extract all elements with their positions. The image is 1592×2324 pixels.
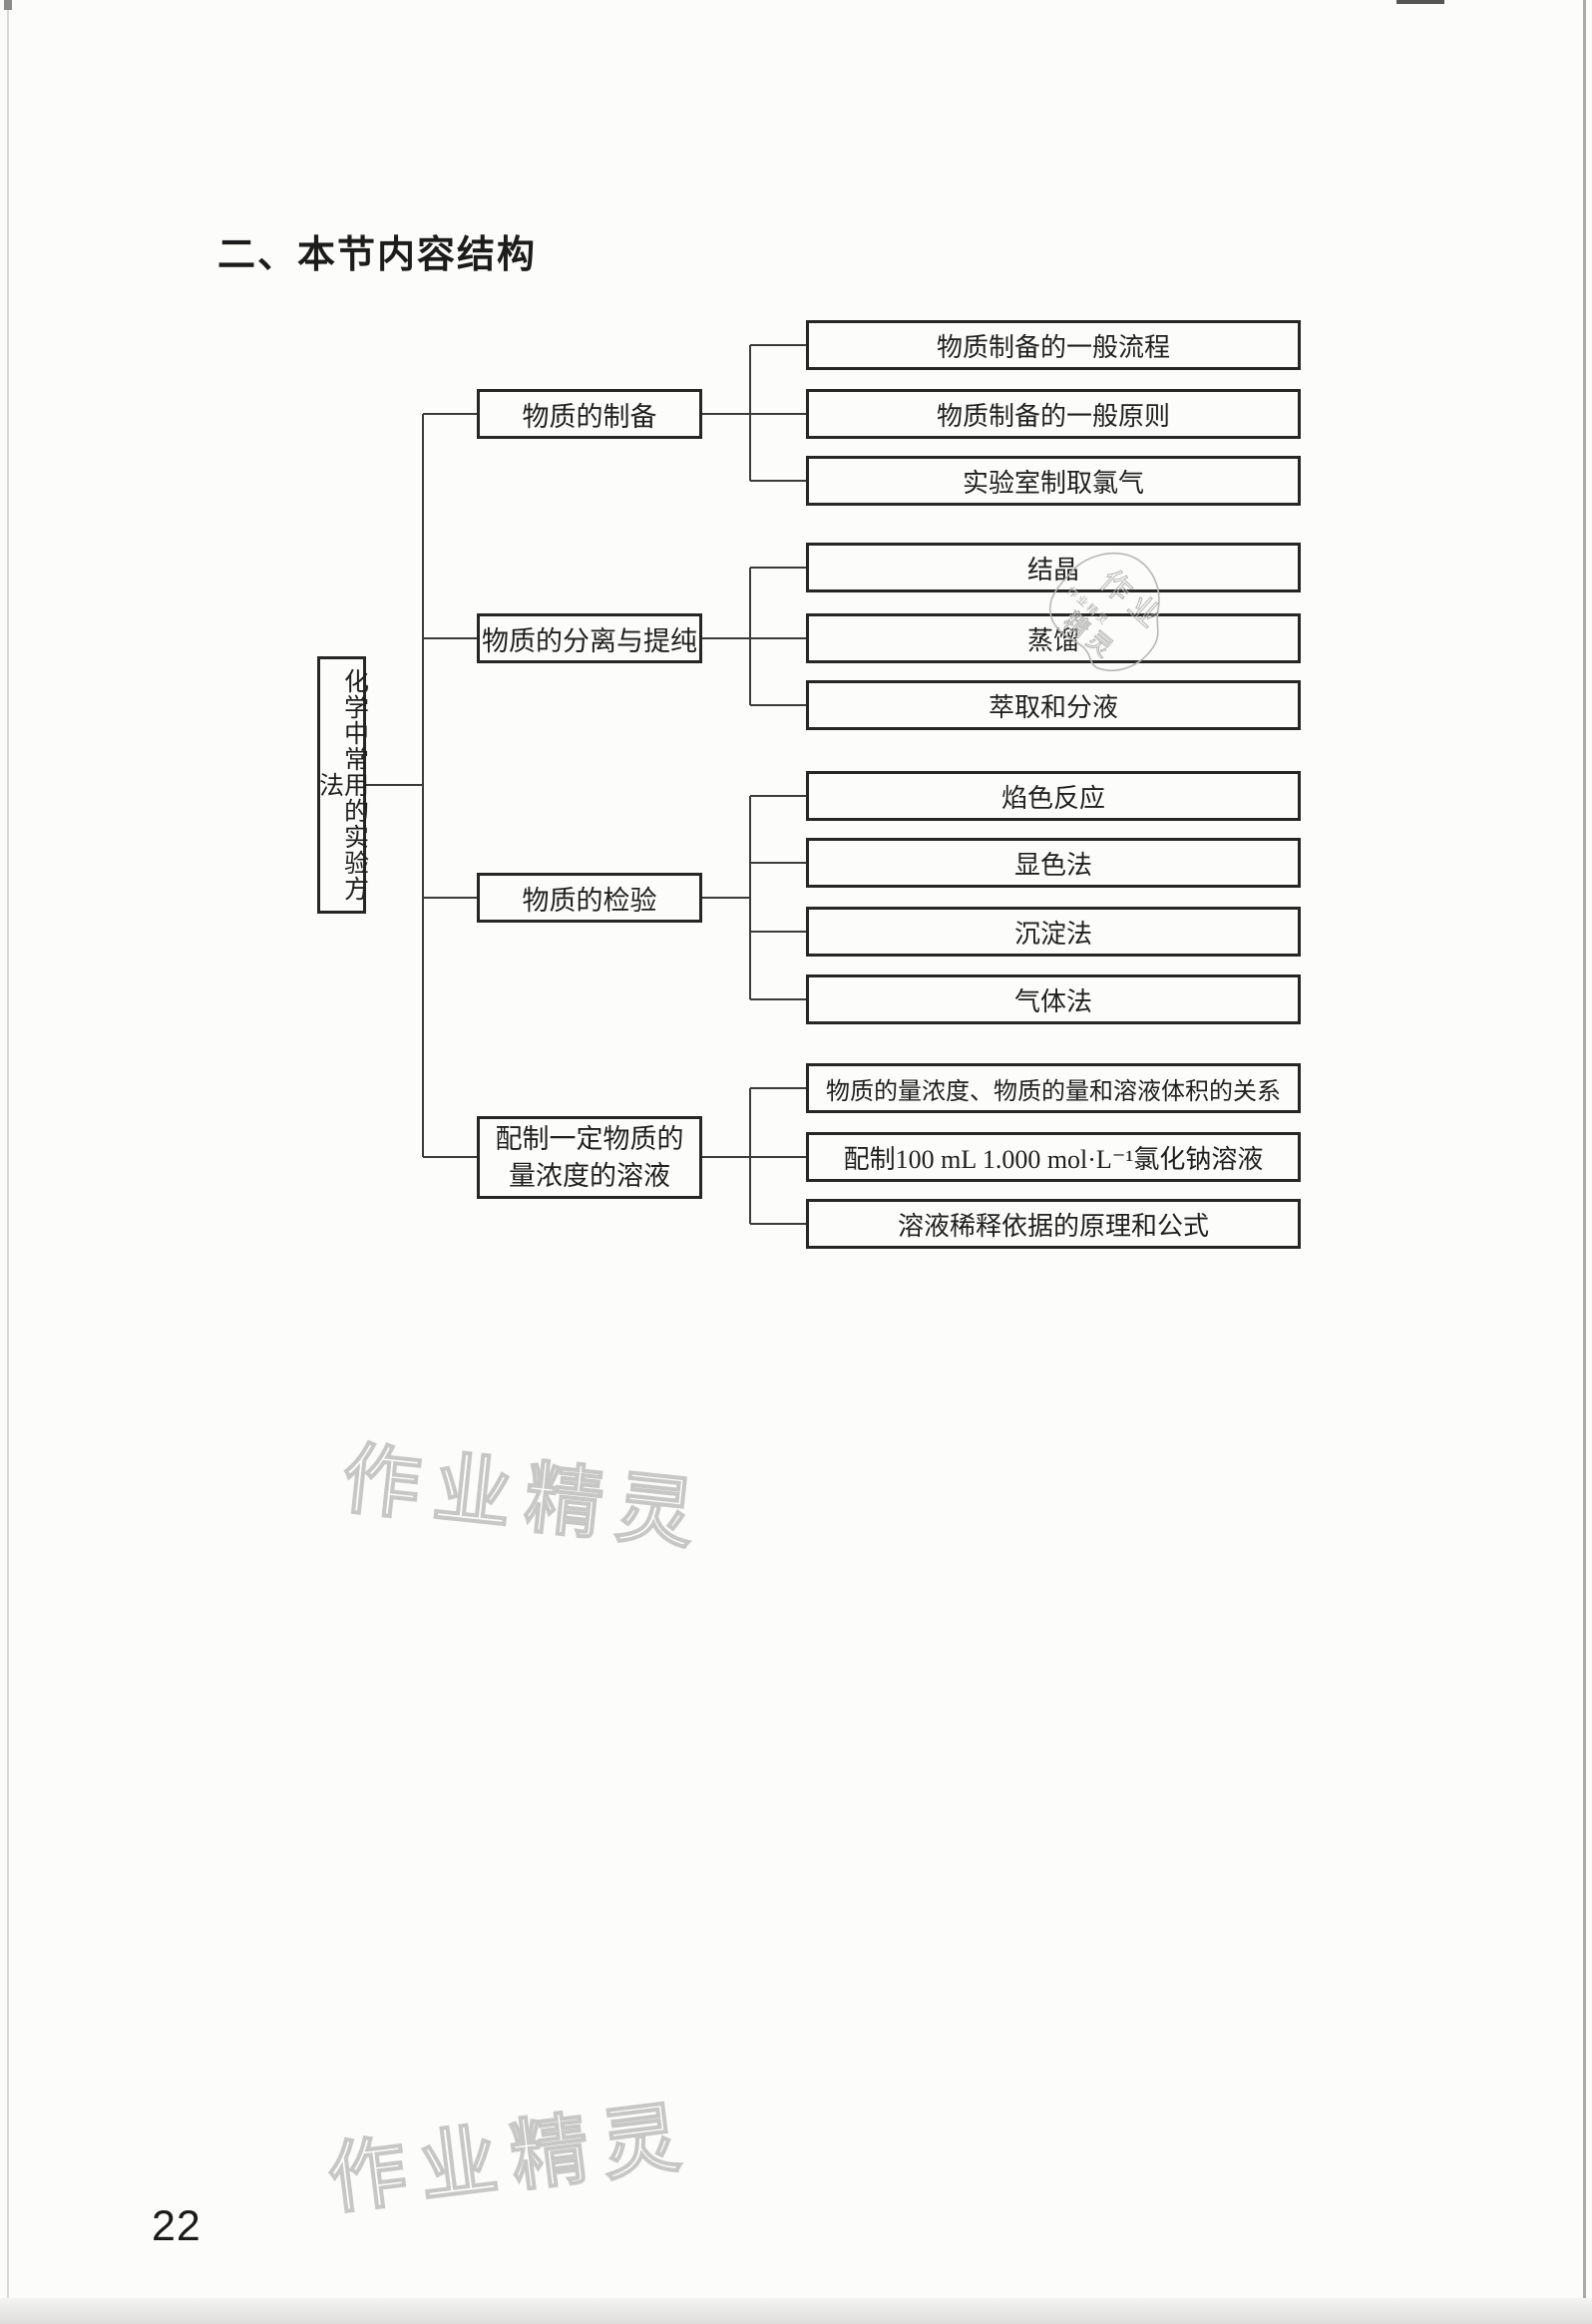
branch-node-separation: 物质的分离与提纯	[477, 613, 702, 663]
stamp-line1: 作业	[1093, 565, 1172, 639]
branch-label: 物质的制备	[522, 401, 657, 432]
leaf-node: 结晶	[806, 543, 1301, 592]
branch-node-preparation: 物质的制备	[477, 389, 702, 439]
leaf-label: 焰色反应	[1000, 783, 1105, 813]
leaf-label: 物质的量浓度、物质的量和溶液体积的关系	[826, 1078, 1281, 1105]
leaf-label: 蒸馏	[1026, 625, 1079, 655]
leaf-label: 物质制备的一般原则	[936, 401, 1170, 431]
leaf-node: 焰色反应	[806, 771, 1301, 821]
branch-node-testing: 物质的检验	[477, 873, 702, 923]
leaf-node: 实验室制取氯气	[806, 456, 1301, 506]
page-left-edge-line	[7, 0, 9, 2324]
leaf-node: 物质制备的一般原则	[806, 389, 1301, 439]
page-top-edge-tick	[1396, 0, 1444, 4]
branch-label: 物质的检验	[522, 885, 657, 916]
page-right-edge-line	[1583, 0, 1586, 2324]
branch-node-solution-preparation: 配制一定物质的量浓度的溶液	[477, 1116, 702, 1199]
leaf-node: 萃取和分液	[806, 680, 1301, 730]
leaf-label: 物质制备的一般流程	[936, 332, 1170, 362]
leaf-label: 结晶	[1026, 555, 1079, 584]
leaf-node: 气体法	[806, 974, 1301, 1024]
leaf-node: 物质制备的一般流程	[806, 320, 1301, 370]
leaf-label: 萃取和分液	[988, 692, 1118, 722]
section-title: 二、本节内容结构	[217, 234, 538, 276]
page-left-edge-tick	[4, 0, 12, 10]
leaf-label: 气体法	[1013, 986, 1092, 1016]
root-node: 化学中常用的实验方法	[315, 656, 368, 914]
leaf-node: 配制100 mL 1.000 mol·L⁻¹氯化钠溶液	[806, 1132, 1301, 1182]
leaf-node: 溶液稀释依据的原理和公式	[806, 1199, 1301, 1249]
leaf-node: 沉淀法	[806, 907, 1301, 957]
leaf-label: 沉淀法	[1013, 919, 1092, 949]
leaf-label: 显色法	[1013, 850, 1092, 880]
root-node-label: 化学中常用的实验方法	[315, 668, 368, 902]
leaf-node: 物质的量浓度、物质的量和溶液体积的关系	[806, 1063, 1301, 1113]
leaf-label: 实验室制取氯气	[962, 468, 1144, 498]
page-bottom-shadow	[0, 2298, 1592, 2324]
branch-label: 物质的分离与提纯	[482, 625, 697, 656]
leaf-label: 配制100 mL 1.000 mol·L⁻¹氯化钠溶液	[843, 1144, 1264, 1174]
leaf-node: 显色法	[806, 838, 1301, 888]
stamp-watermark: 作业 精灵 作业精灵	[1049, 552, 1172, 672]
page-number: 22	[152, 2202, 201, 2250]
branch-label: 配制一定物质的量浓度的溶液	[495, 1124, 684, 1191]
leaf-label: 溶液稀释依据的原理和公式	[897, 1211, 1209, 1241]
